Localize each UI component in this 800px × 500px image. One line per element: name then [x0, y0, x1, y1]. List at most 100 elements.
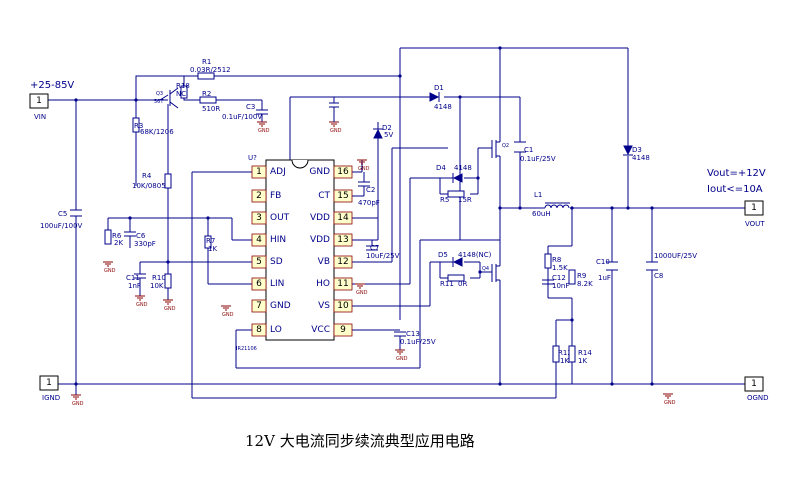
r8-value: 1.5K	[552, 264, 568, 272]
diode-d1[interactable]	[429, 92, 440, 102]
capacitor-c8[interactable]	[646, 261, 658, 271]
ic-u7[interactable]	[265, 159, 335, 341]
ic-pin-number: 5	[256, 257, 262, 267]
resistor-r2[interactable]	[199, 96, 217, 104]
r11-ref: R11	[440, 280, 454, 288]
ic-pin-number: 2	[256, 191, 262, 201]
capacitor-c7[interactable]	[366, 245, 378, 251]
resistor-r5[interactable]	[447, 190, 465, 198]
r18-ref: R18	[176, 82, 190, 90]
r6-ref: R6	[112, 232, 122, 240]
c1-value: 0.1uF/25V	[520, 155, 556, 163]
capacitor-c2[interactable]	[358, 172, 370, 187]
ic-pin-number: 16	[337, 167, 349, 177]
c6-ref: C6	[136, 232, 146, 240]
ground-label: GND	[72, 401, 84, 407]
resistor-r8[interactable]	[544, 253, 552, 269]
wires	[48, 47, 745, 399]
resistor-r9[interactable]	[568, 269, 576, 285]
d1-value: 4148	[434, 103, 452, 111]
ic-pin-label: VDD	[310, 213, 330, 223]
ignd-name-label: IGND	[42, 394, 60, 402]
ognd-port-pin: 1	[751, 379, 757, 389]
ic-pin-label: VS	[318, 301, 330, 311]
vin-port[interactable]: 1	[29, 93, 49, 109]
resistor-r10[interactable]	[164, 273, 172, 289]
capacitor-c13[interactable]	[394, 331, 406, 350]
d5-ref: D5	[438, 251, 448, 259]
mosfet-q2[interactable]	[491, 138, 501, 160]
r2-ref: R2	[202, 90, 211, 98]
c2-value: 470pF	[358, 199, 380, 207]
r12-ref: R12	[558, 349, 572, 357]
resistor-r18[interactable]	[180, 85, 188, 99]
resistor-r14[interactable]	[568, 345, 576, 363]
ic-pin-12[interactable]: 12 VB	[318, 255, 353, 269]
r8-ref: R8	[552, 256, 561, 264]
mosfet-q4[interactable]	[491, 262, 501, 282]
ognd-port[interactable]: 1	[744, 376, 764, 392]
resistor-r4[interactable]	[164, 173, 172, 189]
capacitor-c3[interactable]	[256, 109, 268, 122]
capacitor-c6[interactable]	[124, 231, 136, 248]
ic-pin-number: 11	[337, 279, 348, 289]
ground-icon: GND	[221, 305, 234, 318]
ic-pin-label: ADJ	[270, 167, 286, 177]
ic-pin-number: 12	[337, 257, 348, 267]
vout-port[interactable]: 1	[744, 200, 764, 216]
r5-ref: R5	[440, 196, 449, 204]
resistor-r1[interactable]	[197, 72, 215, 80]
resistor-r6[interactable]	[104, 229, 112, 245]
resistor-r3[interactable]	[132, 117, 140, 133]
ground-icon: GND	[395, 349, 408, 362]
ignd-port[interactable]: 1	[39, 375, 59, 391]
capacitor-c1[interactable]	[514, 141, 526, 153]
r4-value: 10K/0805	[132, 182, 166, 190]
r7-ref: R7	[206, 237, 215, 245]
capacitor-c12[interactable]	[542, 279, 554, 285]
resistor-r12[interactable]	[552, 345, 560, 363]
q3-ref: Q3	[156, 91, 163, 97]
c11-ref: C11	[126, 274, 140, 282]
d2-ref: D2	[382, 124, 392, 132]
ic-pin-label: VB	[318, 257, 330, 267]
resistor-r7[interactable]	[204, 235, 212, 249]
inductor-l1[interactable]	[544, 202, 570, 209]
resistor-r11[interactable]	[447, 274, 465, 282]
d1-ref: D1	[434, 84, 444, 92]
transistor-q3[interactable]	[169, 87, 179, 109]
vout-spec-label: Vout=+12V	[707, 168, 766, 179]
r10-value: 10K	[150, 282, 164, 290]
r1-value: 0.03R/2512	[190, 66, 231, 74]
diode-d5[interactable]	[440, 257, 463, 267]
capacitor-c5[interactable]	[70, 209, 82, 217]
diode-d2[interactable]	[373, 122, 383, 139]
d2-value: 5V	[384, 131, 393, 139]
c10-value: 1uF	[598, 274, 611, 282]
vout-port-pin: 1	[751, 203, 757, 213]
capacitor-c10[interactable]	[606, 261, 618, 271]
diode-d4[interactable]	[440, 173, 463, 183]
r4-ref: R4	[142, 172, 152, 180]
ignd-port-pin: 1	[46, 378, 52, 388]
r11-value: 0R	[458, 280, 467, 288]
c2-ref: C2	[366, 186, 375, 194]
ground-icon: GND	[663, 393, 676, 406]
capacitor-c11[interactable]	[134, 273, 146, 296]
diode-d3[interactable]	[623, 145, 633, 156]
